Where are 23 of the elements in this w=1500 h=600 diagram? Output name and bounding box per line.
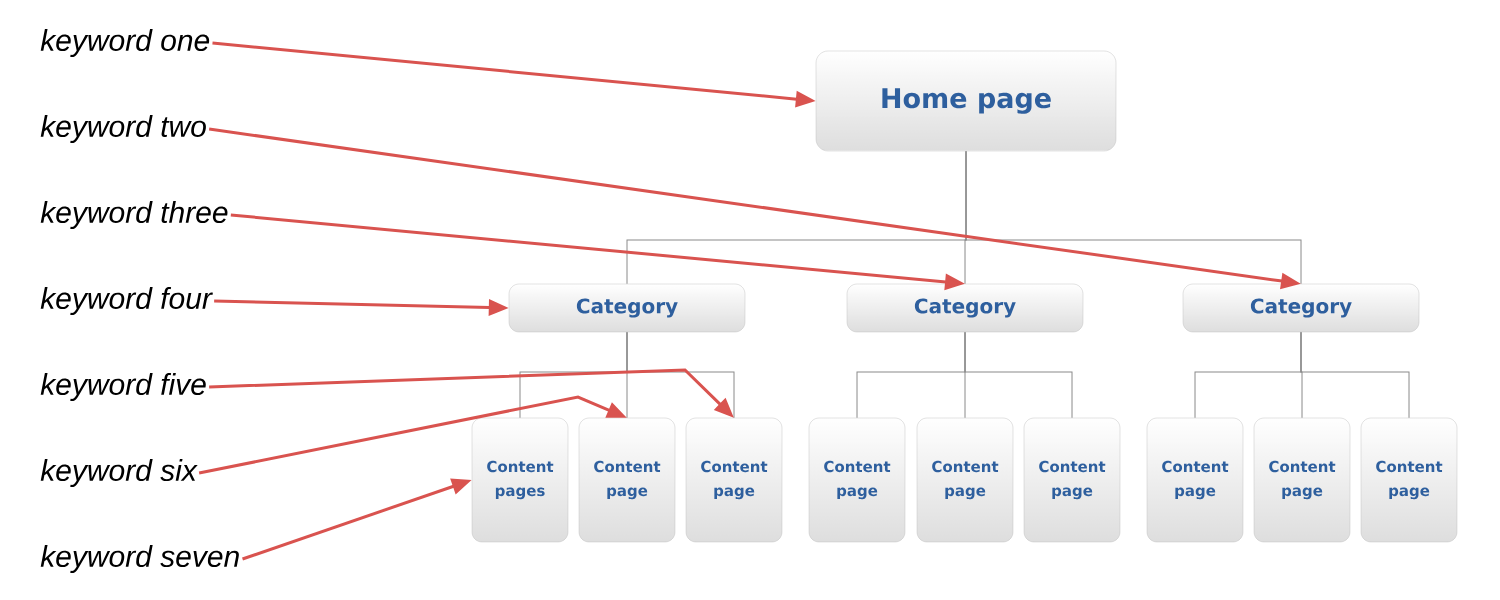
keyword-label: keyword seven	[40, 545, 239, 573]
content-page-box: Content pages	[471, 417, 569, 543]
content-page-box: Content page	[685, 417, 783, 543]
category-box: Category	[508, 283, 746, 333]
content-page-box: Content page	[1146, 417, 1244, 543]
content-page-box: Content page	[1023, 417, 1121, 543]
content-page-box: Content page	[916, 417, 1014, 543]
keyword-label: keyword one	[40, 29, 210, 57]
content-page-box: Content page	[808, 417, 906, 543]
content-page-box: Content page	[1360, 417, 1458, 543]
tree-connector	[1300, 331, 1410, 419]
content-page-box: Content page	[1253, 417, 1351, 543]
keyword-label: keyword two	[40, 115, 206, 143]
tree-connector	[964, 331, 1073, 419]
tree-connector	[965, 150, 1302, 285]
keyword-label: keyword three	[40, 201, 228, 229]
keyword-label: keyword five	[40, 373, 206, 401]
home-page-box: Home page	[815, 50, 1117, 152]
category-box: Category	[846, 283, 1084, 333]
keyword-label: keyword six	[40, 459, 198, 487]
category-box: Category	[1182, 283, 1420, 333]
keyword-label: keyword four	[40, 287, 213, 315]
content-page-box: Content page	[578, 417, 676, 543]
